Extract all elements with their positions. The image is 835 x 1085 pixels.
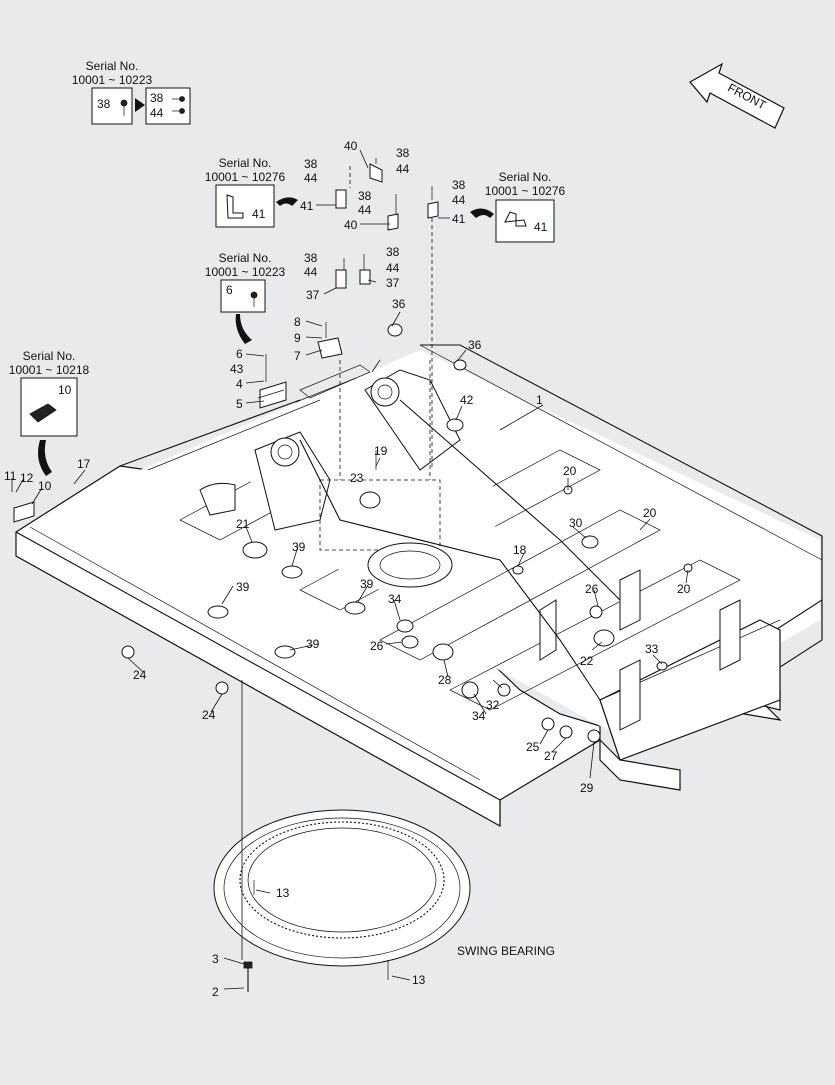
callout-24-b: 24 [202,708,216,722]
callout-38-f: 38 [386,245,400,259]
inset-41-right-label: 41 [534,220,548,234]
callout-38-d: 38 [452,178,466,192]
inset-38-serial-range: 10001 ~ 10223 [72,73,153,87]
callout-38-c: 38 [358,189,372,203]
inset-38-right-label-top: 38 [150,91,164,105]
callout-11: 11 [4,469,17,483]
callout-27: 27 [544,749,558,763]
callout-36-a: 36 [392,297,406,311]
callout-34-a: 34 [388,592,402,606]
inset-41-left-serial-range: 10001 ~ 10276 [205,170,286,184]
callout-17: 17 [77,457,91,471]
callout-1: 1 [536,393,543,407]
callout-4: 4 [236,377,243,391]
callout-numbers: 1 2 3 4 5 6 7 8 9 10 11 12 13 13 17 18 1… [4,139,691,999]
callout-19: 19 [374,444,388,458]
callout-28: 28 [438,673,452,687]
callout-39-d: 39 [306,637,320,651]
callout-23: 23 [350,471,364,485]
inset-38-right-label-bottom: 44 [150,106,164,120]
callout-39-c: 39 [360,577,374,591]
callout-9: 9 [294,331,301,345]
callout-22: 22 [580,654,594,668]
inset-6-serial-title: Serial No. [219,251,272,265]
inset-41-right-serial-title: Serial No. [499,170,552,184]
callout-38-a: 38 [304,157,318,171]
inset-serial-41-right: Serial No. 10001 ~ 10276 41 [470,170,566,243]
callout-20-b: 20 [643,506,657,520]
swing-bearing: SWING BEARING [213,680,555,992]
inset-serial-6: Serial No. 10001 ~ 10223 6 [205,251,286,344]
callout-30: 30 [569,516,583,530]
inset-38-serial-title: Serial No. [86,59,139,73]
inset-6-label: 6 [226,283,233,297]
callout-21: 21 [236,517,250,531]
callout-18: 18 [513,543,527,557]
callout-37-b: 37 [386,276,400,290]
callout-20-a: 20 [563,464,577,478]
callout-8: 8 [294,315,301,329]
callout-34-b: 34 [472,709,486,723]
callout-6: 6 [236,347,243,361]
callout-41-a: 41 [300,199,314,213]
callout-39-a: 39 [236,580,250,594]
callout-26-b: 26 [585,582,599,596]
swing-bearing-label: SWING BEARING [457,944,555,958]
callout-24-a: 24 [133,668,147,682]
callout-36-b: 36 [468,338,482,352]
callout-44-c: 44 [358,203,372,217]
callout-40-a: 40 [344,139,358,153]
callout-44-d: 44 [452,193,466,207]
callout-13-a: 13 [276,886,290,900]
inset-41-left-label: 41 [252,207,266,221]
callout-41-b: 41 [452,212,466,226]
callout-44-e: 44 [304,265,318,279]
callout-10: 10 [38,479,52,493]
callout-3: 3 [212,952,219,966]
callout-38-e: 38 [304,251,318,265]
inset-10-label: 10 [58,383,72,397]
callout-44-a: 44 [304,171,318,185]
callout-5: 5 [236,397,243,411]
callout-26-a: 26 [370,639,384,653]
callout-42: 42 [460,393,474,407]
callout-7: 7 [294,349,301,363]
inset-serial-38: Serial No. 10001 ~ 10223 38 38 44 [72,59,191,125]
callout-leaders [11,149,689,990]
callout-38-b: 38 [396,146,410,160]
inset-serial-10: Serial No. 10001 ~ 10218 10 [9,349,90,476]
callout-25: 25 [526,740,540,754]
inset-6-serial-range: 10001 ~ 10223 [205,265,286,279]
inset-41-left-serial-title: Serial No. [219,156,272,170]
callout-43: 43 [230,362,244,376]
callout-12: 12 [20,471,34,485]
callout-44-f: 44 [386,261,400,275]
callout-20-c: 20 [677,582,691,596]
callout-40-b: 40 [344,218,358,232]
callout-2: 2 [212,985,219,999]
inset-serial-41-left: Serial No. 10001 ~ 10276 41 [205,156,298,228]
callout-29: 29 [580,781,594,795]
inset-38-left-label: 38 [97,97,111,111]
callout-39-b: 39 [292,540,306,554]
inset-41-right-serial-range: 10001 ~ 10276 [485,184,566,198]
callout-37-a: 37 [306,288,320,302]
inset-10-serial-range: 10001 ~ 10218 [9,363,90,377]
front-arrow: FRONT [689,62,785,129]
callout-33: 33 [645,642,659,656]
callout-44-b: 44 [396,162,410,176]
callout-32: 32 [486,698,500,712]
inset-10-serial-title: Serial No. [23,349,76,363]
callout-13-b: 13 [412,973,426,987]
upper-frame-assembly [13,158,823,828]
